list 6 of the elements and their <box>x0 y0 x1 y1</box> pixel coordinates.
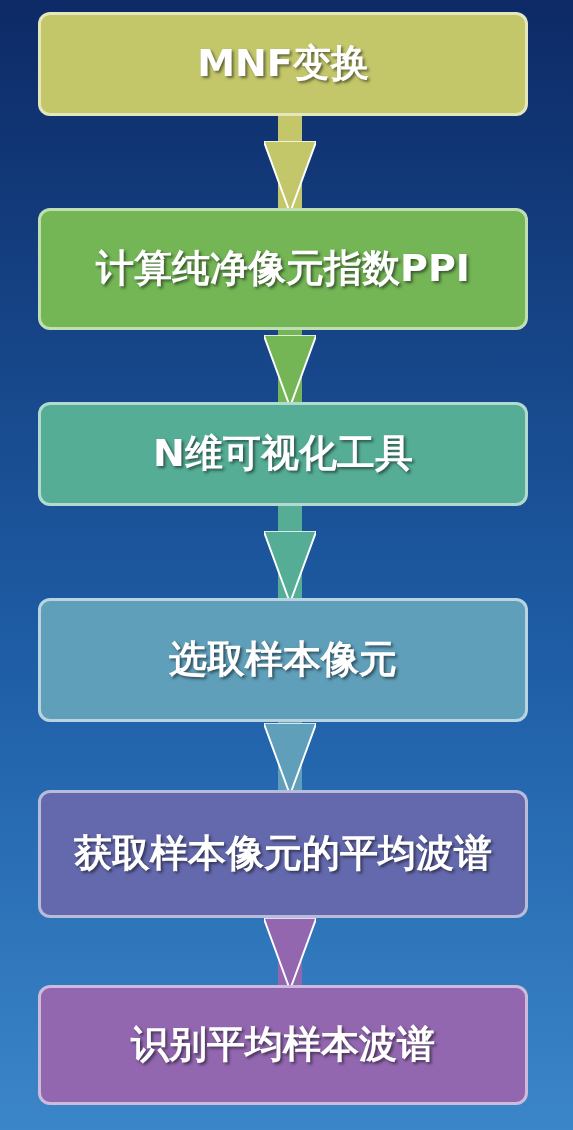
process-box: 计算纯净像元指数PPI <box>38 208 528 330</box>
process-box: 获取样本像元的平均波谱 <box>38 790 528 918</box>
process-box: MNF变换 <box>38 12 528 116</box>
process-box: 选取样本像元 <box>38 598 528 722</box>
process-box: 识别平均样本波谱 <box>38 985 528 1105</box>
process-box: N维可视化工具 <box>38 402 528 506</box>
